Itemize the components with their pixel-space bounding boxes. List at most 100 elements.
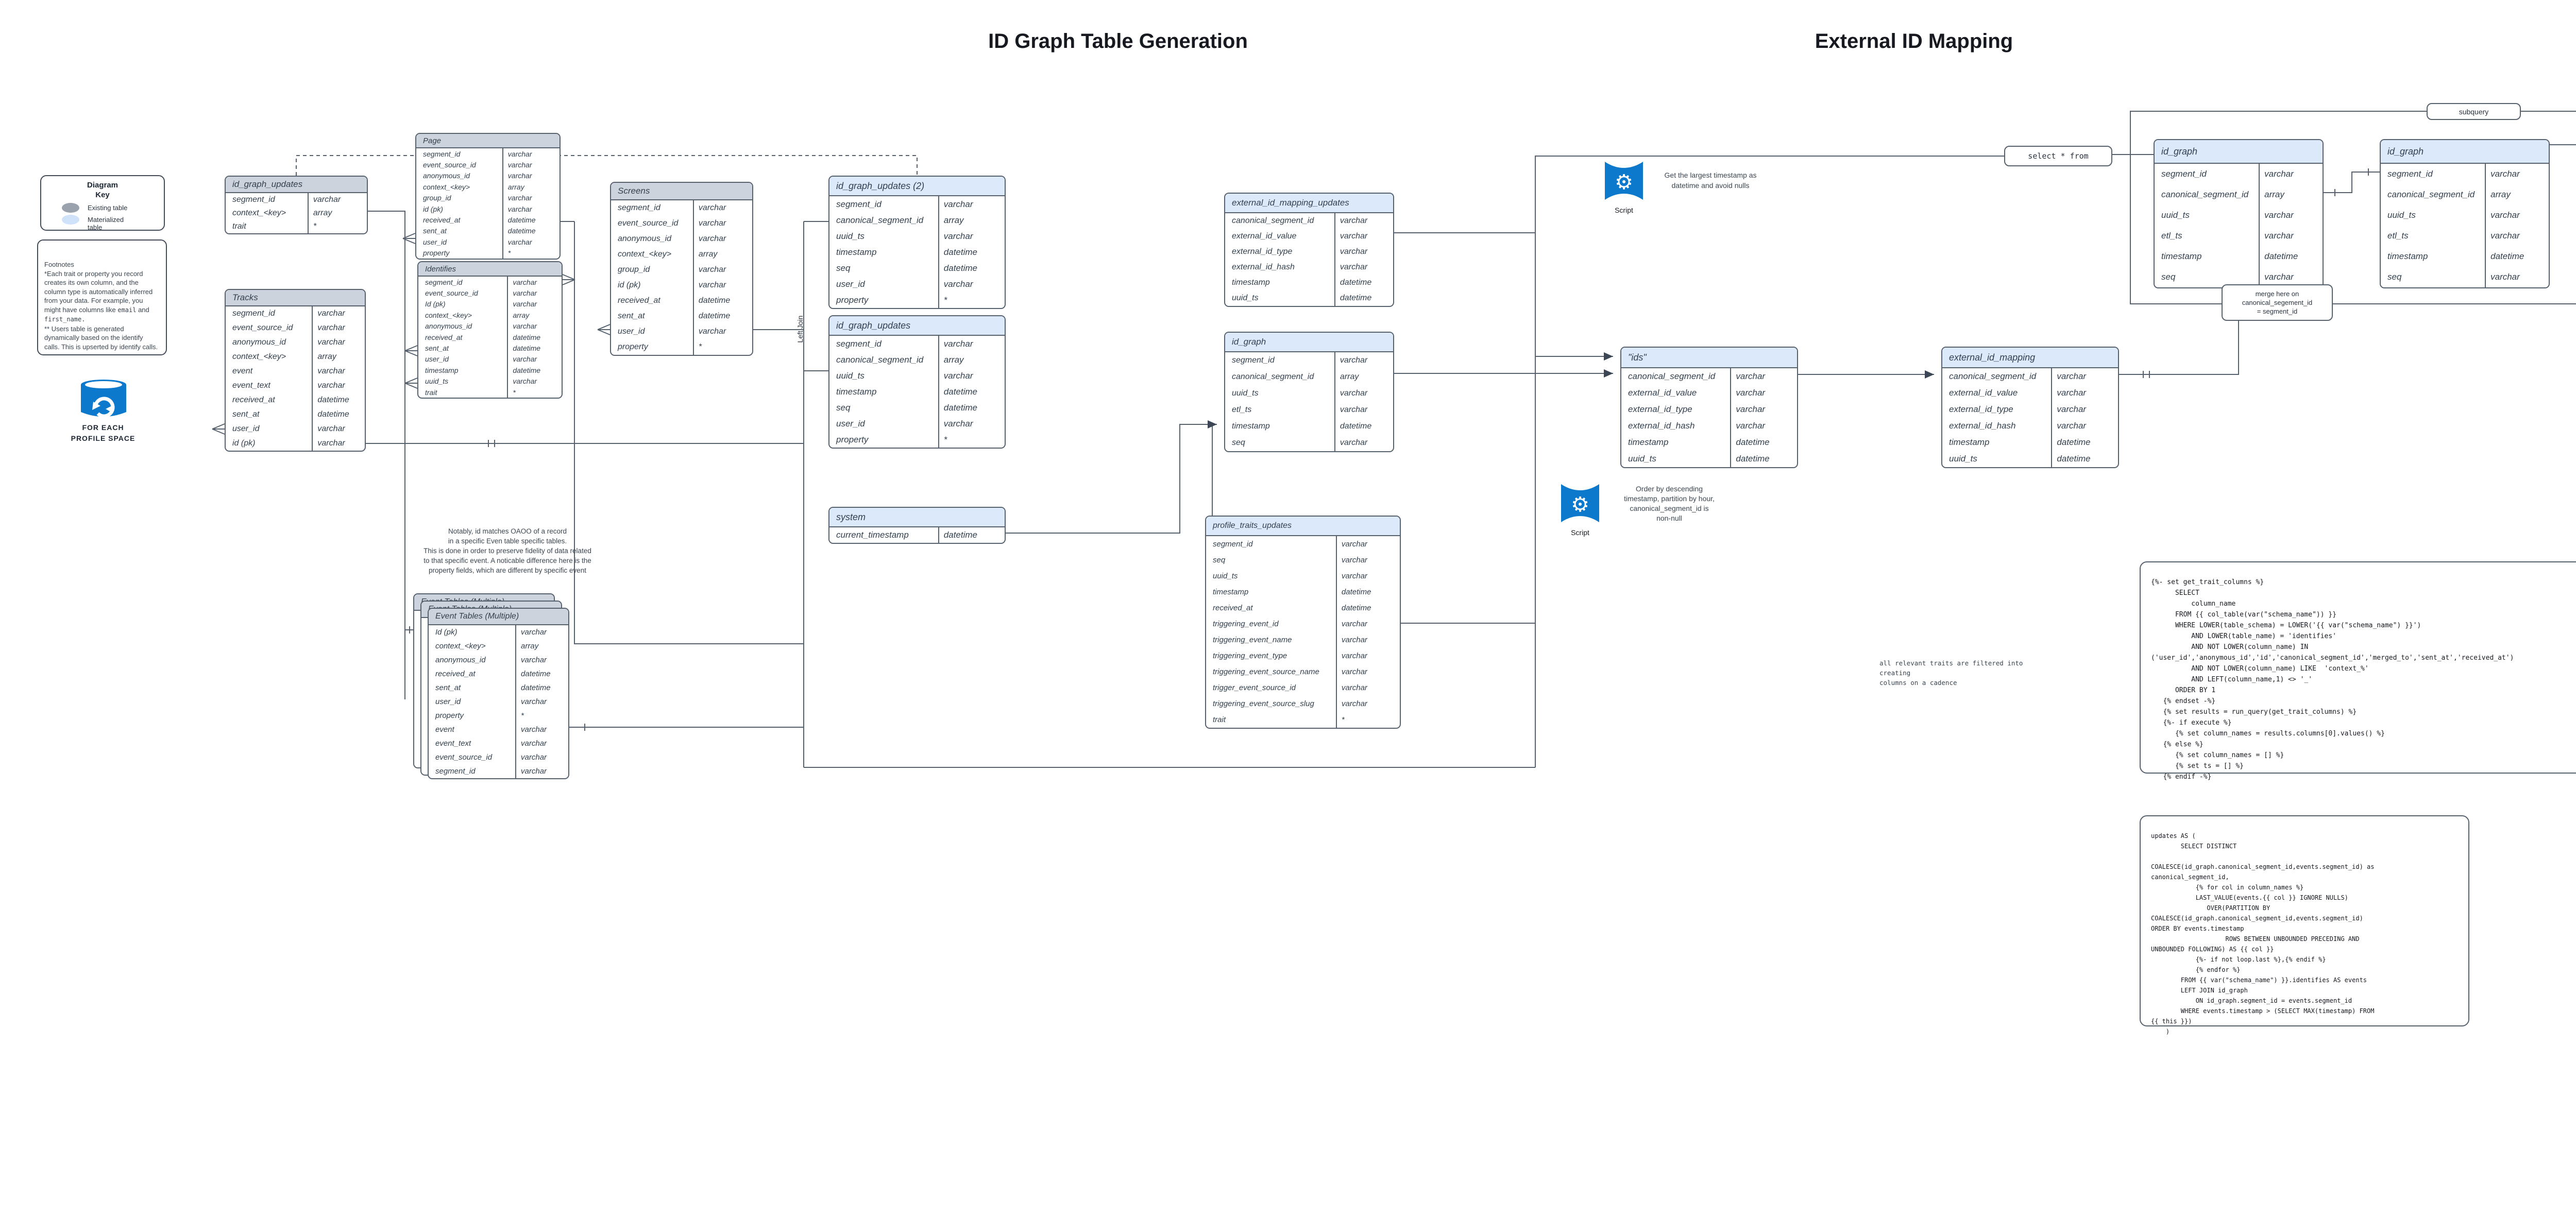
select-from-box: select * from	[2004, 146, 2112, 166]
column-name: context_<key>	[435, 642, 486, 650]
column-name: timestamp	[1213, 588, 1249, 596]
column-type: varchar	[1340, 356, 1368, 365]
column-type: varchar	[943, 370, 973, 381]
column-type: varchar	[507, 237, 532, 246]
column-name: etl_ts	[1232, 405, 1252, 414]
merge-note-box: merge here on canonical_segement_id = se…	[2222, 284, 2333, 321]
column-divider	[2051, 368, 2053, 467]
column-name: anonymous_id	[423, 172, 470, 180]
table-title: Page	[423, 136, 442, 145]
table-title: id_graph_updates (2)	[836, 180, 925, 191]
subquery-box: subquery	[2427, 103, 2521, 120]
column-name: user_id	[435, 697, 461, 706]
column-name: property	[618, 342, 648, 351]
column-type: datetime	[507, 216, 536, 225]
column-name: timestamp	[1232, 278, 1270, 287]
column-type: datetime	[507, 227, 536, 235]
column-type: array	[2264, 190, 2284, 199]
table-title: "ids"	[1628, 352, 1647, 363]
column-name: trait	[1213, 715, 1226, 724]
table-title: Tracks	[232, 293, 258, 302]
diagram-key-title: Diagram Key	[87, 181, 118, 199]
table-row: trait*	[418, 387, 562, 398]
column-type: varchar	[521, 739, 547, 748]
column-name: canonical_segment_id	[836, 215, 924, 225]
column-name: event_text	[435, 739, 471, 748]
column-type: varchar	[513, 377, 537, 386]
column-name: received_at	[435, 670, 476, 678]
table-row: context_<key>array	[611, 247, 752, 262]
updates-cte-code: updates AS ( SELECT DISTINCT COALESCE(id…	[2151, 832, 2375, 1035]
table-row: context_<key>array	[418, 310, 562, 320]
column-type: datetime	[521, 670, 551, 678]
column-name: timestamp	[836, 247, 877, 257]
trait-columns-code: {%- set get_trait_columns %} SELECT colu…	[2151, 578, 2514, 781]
table-title: Screens	[618, 186, 650, 196]
column-type: varchar	[2264, 210, 2294, 220]
column-name: canonical_segment_id	[1232, 372, 1314, 381]
column-name: segment_id	[1232, 356, 1275, 365]
column-type: varchar	[698, 219, 726, 228]
table-title: id_graph	[1232, 337, 1266, 347]
table-row: id (pk)varchar	[226, 436, 365, 451]
column-name: seq	[2387, 272, 2402, 282]
key-materialized-row: Materialized table	[62, 215, 164, 231]
column-divider	[938, 336, 939, 448]
column-name: current_timestamp	[836, 530, 909, 540]
column-divider	[938, 527, 939, 543]
column-type: *	[698, 342, 702, 351]
column-name: external_id_hash	[1232, 263, 1295, 271]
table-header: "ids"	[1621, 348, 1797, 368]
column-type: varchar	[317, 338, 345, 347]
table-row: property*	[416, 248, 560, 259]
column-type: array	[1340, 372, 1359, 381]
column-type: varchar	[1341, 699, 1367, 708]
column-type: varchar	[521, 656, 547, 664]
column-name: user_id	[423, 237, 447, 246]
column-type: *	[943, 295, 947, 305]
column-name: context_<key>	[232, 209, 286, 217]
table-title: id_graph	[2161, 146, 2198, 157]
table-header: id_graph	[2155, 140, 2323, 164]
column-name: triggering_event_source_name	[1213, 667, 1319, 676]
table-row: Id (pk)varchar	[429, 625, 568, 639]
column-type: varchar	[521, 753, 547, 762]
column-name: timestamp	[1232, 422, 1270, 431]
column-type: varchar	[521, 725, 547, 734]
table-header: id_graph_updates	[226, 177, 367, 193]
footnotes-text-2: ** Users table is generated dynamically …	[44, 324, 158, 351]
column-type: varchar	[2490, 169, 2520, 179]
column-name: seq	[1213, 556, 1226, 564]
column-type: varchar	[1736, 388, 1766, 398]
column-type: array	[313, 209, 332, 217]
column-name: trait	[232, 222, 246, 231]
column-name: triggering_event_type	[1213, 652, 1287, 660]
table-title: Event Tables (Multiple)	[435, 612, 519, 621]
